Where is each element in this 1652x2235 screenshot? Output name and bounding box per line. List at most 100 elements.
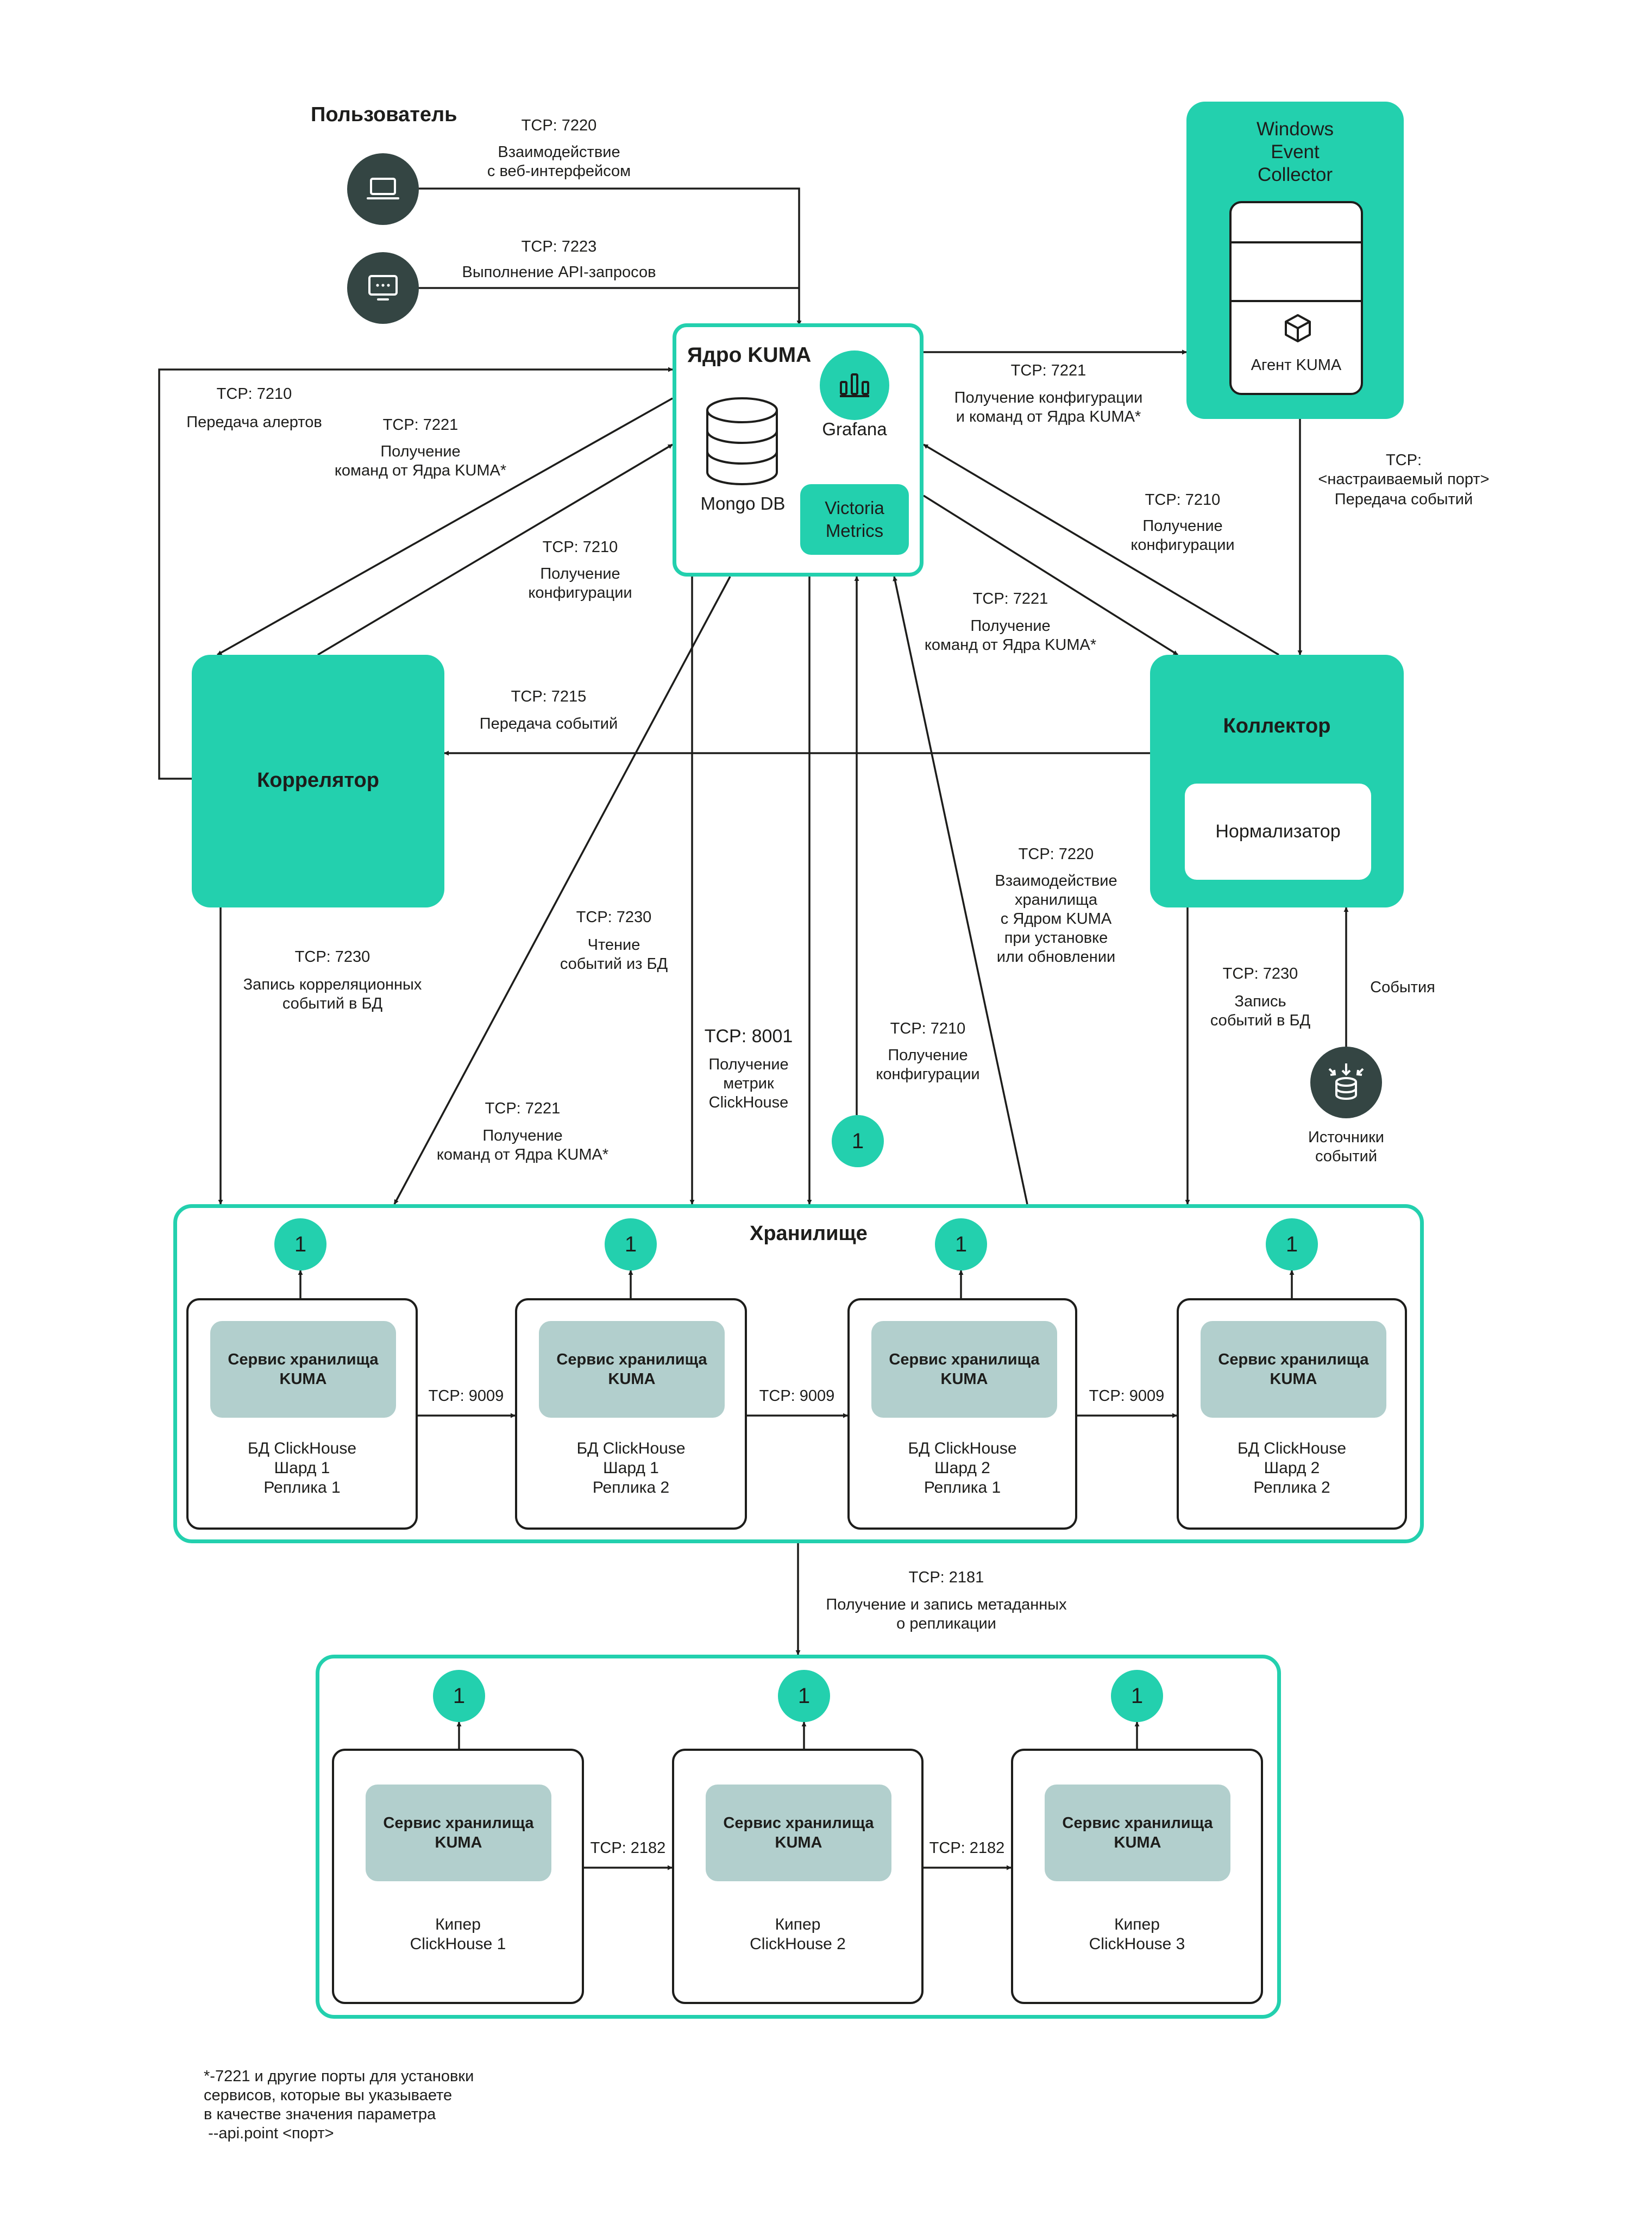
- edge-alerts: [158, 367, 673, 780]
- storage-cluster: Хранилище: [173, 1204, 1424, 1543]
- label-zk-desc: Получение и запись метаданных о репликац…: [826, 1596, 1067, 1632]
- storage-badge-2: 1: [605, 1218, 657, 1270]
- storage-badge-4: 1: [1266, 1218, 1318, 1270]
- keeper-node-1[interactable]: Сервис хранилища KUMA Кипер ClickHouse 1: [332, 1749, 584, 2004]
- label-api-port: TCP: 7223: [521, 238, 597, 255]
- label-corr-write-port: TCP: 7230: [294, 948, 370, 966]
- storage-node-label: БД ClickHouse Шард 1 Реплика 2: [576, 1439, 686, 1497]
- storage-service: Сервис хранилища KUMA: [210, 1321, 396, 1418]
- storage-title: Хранилище: [750, 1222, 868, 1245]
- collector[interactable]: Коллектор Нормализатор: [1150, 655, 1404, 907]
- footnote: *-7221 и другие порты для установки серв…: [204, 2068, 474, 2142]
- keeper-node-label: Кипер ClickHouse 2: [750, 1915, 846, 1953]
- label-9009-b: TCP: 9009: [759, 1387, 835, 1405]
- normalizer[interactable]: Нормализатор: [1185, 784, 1371, 880]
- keeper-cluster: [316, 1655, 1281, 2019]
- cube-icon: [1285, 314, 1311, 342]
- label-corr-cfg-port: TCP: 7210: [542, 539, 618, 556]
- label-alerts-desc: Передача алертов: [186, 414, 322, 431]
- victoria-metrics[interactable]: Victoria Metrics: [800, 484, 909, 555]
- keeper-node-2[interactable]: Сервис хранилища KUMA Кипер ClickHouse 2: [672, 1749, 924, 2004]
- keeper-service: Сервис хранилища KUMA: [366, 1785, 551, 1881]
- label-web-desc: Взаимодействие с веб-интерфейсом: [487, 143, 631, 180]
- user-api-client[interactable]: [347, 252, 419, 324]
- keeper-node-label: Кипер ClickHouse 1: [410, 1915, 506, 1953]
- label-read-desc: Чтение событий из БД: [560, 936, 668, 973]
- storage-service: Сервис хранилища KUMA: [871, 1321, 1057, 1418]
- storage-node-label: БД ClickHouse Шард 1 Реплика 1: [247, 1439, 357, 1497]
- label-st-cmd-port: TCP: 7221: [485, 1100, 561, 1117]
- edge-core-corr-cmd: [217, 397, 673, 656]
- edge-web-ui: [418, 187, 802, 325]
- user-title: Пользователь: [311, 103, 457, 126]
- edge-coll-cfg: [923, 443, 1279, 656]
- label-zk-port: TCP: 2181: [908, 1569, 984, 1586]
- terminal-icon: [368, 275, 398, 300]
- label-st-core-port: TCP: 7220: [1018, 846, 1094, 863]
- database-import-icon: [1328, 1063, 1364, 1100]
- wec-title: Windows Event Collector: [1257, 118, 1334, 185]
- grafana-icon: [840, 373, 869, 397]
- panel-divider: [1232, 300, 1361, 302]
- collector-title: Коллектор: [1223, 715, 1331, 737]
- edge-storage-core: [893, 576, 1028, 1205]
- mongo-label: Mongo DB: [700, 493, 786, 514]
- label-2182-b: TCP: 2182: [929, 1839, 1005, 1857]
- label-api-desc: Выполнение API-запросов: [462, 264, 656, 281]
- label-st-cmd-desc: Получение команд от Ядра KUMA*: [436, 1127, 609, 1163]
- panel-divider: [1232, 241, 1361, 243]
- edge-corr-cfg: [317, 443, 673, 656]
- label-events-desc: Передача событий: [479, 715, 618, 733]
- storage-node-label: БД ClickHouse Шард 2 Реплика 2: [1237, 1439, 1347, 1497]
- grafana-label: Grafana: [822, 419, 887, 439]
- storage-service: Сервис хранилища KUMA: [539, 1321, 725, 1418]
- laptop-icon: [367, 178, 399, 199]
- label-sources: Источники событий: [1308, 1129, 1385, 1165]
- storage-node-2[interactable]: Сервис хранилища KUMA БД ClickHouse Шард…: [515, 1298, 747, 1530]
- grafana-logo[interactable]: [820, 350, 889, 420]
- label-read-port: TCP: 7230: [576, 909, 652, 926]
- edge-core-coll-cmd: [923, 494, 1178, 656]
- label-corr-cfg-desc: Получение конфигурации: [528, 565, 632, 602]
- storage-service: Сервис хранилища KUMA: [1201, 1321, 1386, 1418]
- label-wec-events-port: TCP: <настраиваемый порт>: [1318, 452, 1490, 488]
- label-corr-cmd-desc: Получение команд от Ядра KUMA*: [334, 443, 507, 479]
- keeper-service: Сервис хранилища KUMA: [706, 1785, 891, 1881]
- label-st-cfg-port: TCP: 7210: [890, 1020, 966, 1037]
- label-metrics-desc: Получение метрик ClickHouse: [708, 1056, 789, 1111]
- label-9009-a: TCP: 9009: [428, 1387, 504, 1405]
- label-9009-c: TCP: 9009: [1089, 1387, 1165, 1405]
- edge-core-storage-cmd: [393, 576, 731, 1205]
- storage-badge-3: 1: [935, 1218, 987, 1270]
- label-corr-write-desc: Запись корреляционных событий в БД: [243, 976, 422, 1012]
- label-corr-cmd-port: TCP: 7221: [382, 416, 458, 434]
- core-title: Ядро KUMA: [687, 343, 812, 367]
- label-events-port: TCP: 7215: [511, 688, 587, 705]
- agent-label: Агент KUMA: [1251, 356, 1342, 374]
- kuma-core[interactable]: Ядро KUMA Mongo DB Grafana Victoria Metr…: [673, 323, 924, 577]
- label-alerts-port: TCP: 7210: [216, 385, 292, 403]
- label-web-port: TCP: 7220: [521, 117, 597, 134]
- label-wec-cfg-port: TCP: 7221: [1010, 362, 1086, 379]
- keeper-service: Сервис хранилища KUMA: [1045, 1785, 1230, 1881]
- keeper-badge-3: 1: [1111, 1670, 1163, 1722]
- event-sources[interactable]: [1310, 1047, 1382, 1118]
- correlator[interactable]: Коррелятор: [192, 655, 444, 907]
- keeper-node-3[interactable]: Сервис хранилища KUMA Кипер ClickHouse 3: [1011, 1749, 1263, 2004]
- storage-node-3[interactable]: Сервис хранилища KUMA БД ClickHouse Шард…: [847, 1298, 1077, 1530]
- storage-badge-1: 1: [274, 1218, 326, 1270]
- storage-node-4[interactable]: Сервис хранилища KUMA БД ClickHouse Шард…: [1177, 1298, 1407, 1530]
- database-icon: [706, 397, 778, 485]
- label-metrics-port: TCP: 8001: [704, 1026, 793, 1047]
- windows-event-collector[interactable]: Windows Event Collector Агент KUMA: [1186, 102, 1404, 419]
- user-laptop[interactable]: [347, 153, 419, 225]
- storage-node-1[interactable]: Сервис хранилища KUMA БД ClickHouse Шард…: [186, 1298, 418, 1530]
- keeper-badge-1: 1: [433, 1670, 485, 1722]
- label-coll-cfg-port: TCP: 7210: [1145, 491, 1221, 509]
- label-coll-cmd-desc: Получение команд от Ядра KUMA*: [924, 617, 1097, 654]
- keeper-node-label: Кипер ClickHouse 3: [1089, 1915, 1185, 1953]
- label-st-cfg-desc: Получение конфигурации: [876, 1047, 980, 1083]
- label-events: События: [1370, 979, 1435, 996]
- label-coll-cfg-desc: Получение конфигурации: [1130, 517, 1235, 554]
